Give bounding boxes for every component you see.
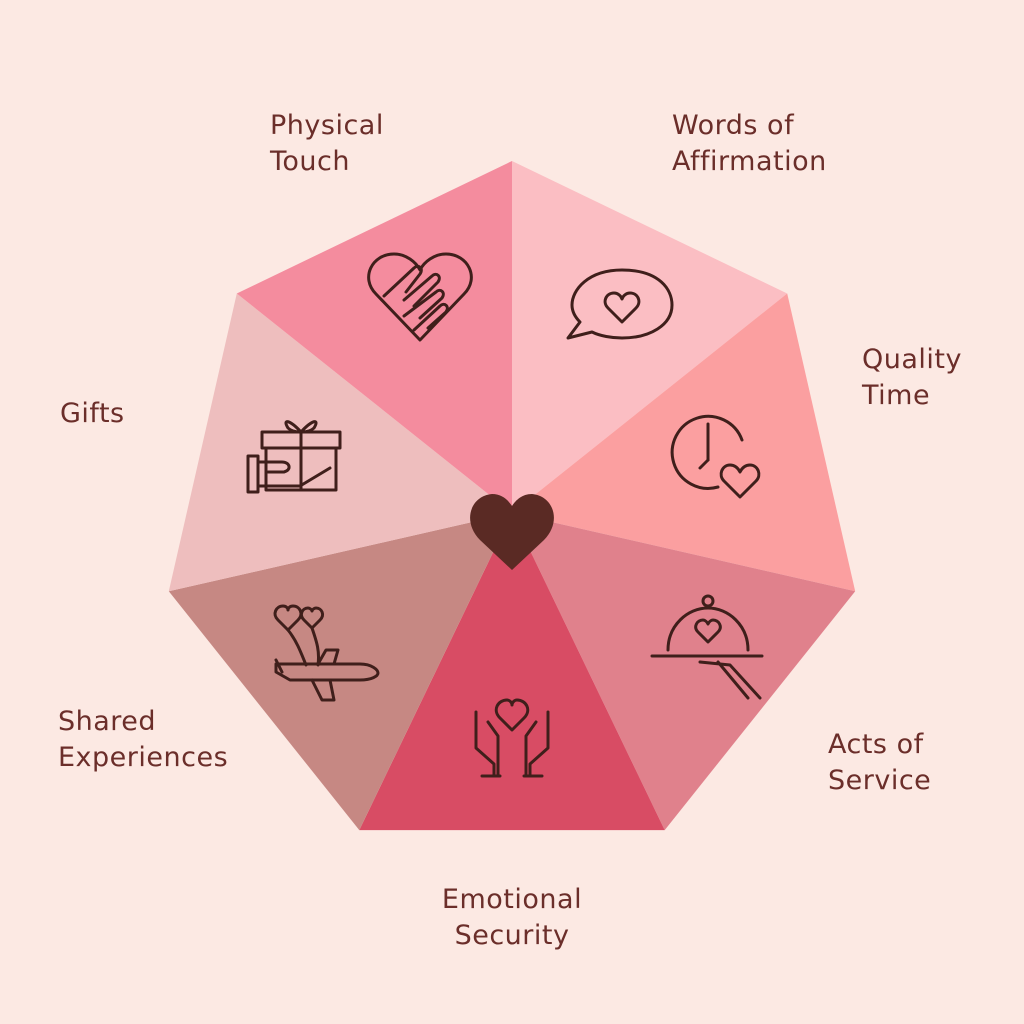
heart-hands-icon (367, 252, 473, 342)
wheel-slice-shared (168, 513, 513, 831)
serving-cloche-heart-icon (650, 594, 764, 700)
label-gifts: Gifts (60, 398, 125, 429)
wheel-slice-quality (512, 293, 856, 592)
wheel-slice-acts (512, 513, 856, 831)
clock-heart-icon (670, 414, 761, 499)
speech-bubble-heart-icon (566, 268, 674, 340)
wheel-slice-security (359, 513, 665, 831)
hand-gift-box-icon (246, 420, 342, 494)
airplane-heart-balloons-icon (273, 604, 380, 702)
wheel-slice-touch (236, 161, 513, 513)
hands-holding-heart-icon (474, 698, 550, 778)
wheel-slice-words (512, 161, 788, 513)
center-heart-icon (470, 494, 554, 570)
